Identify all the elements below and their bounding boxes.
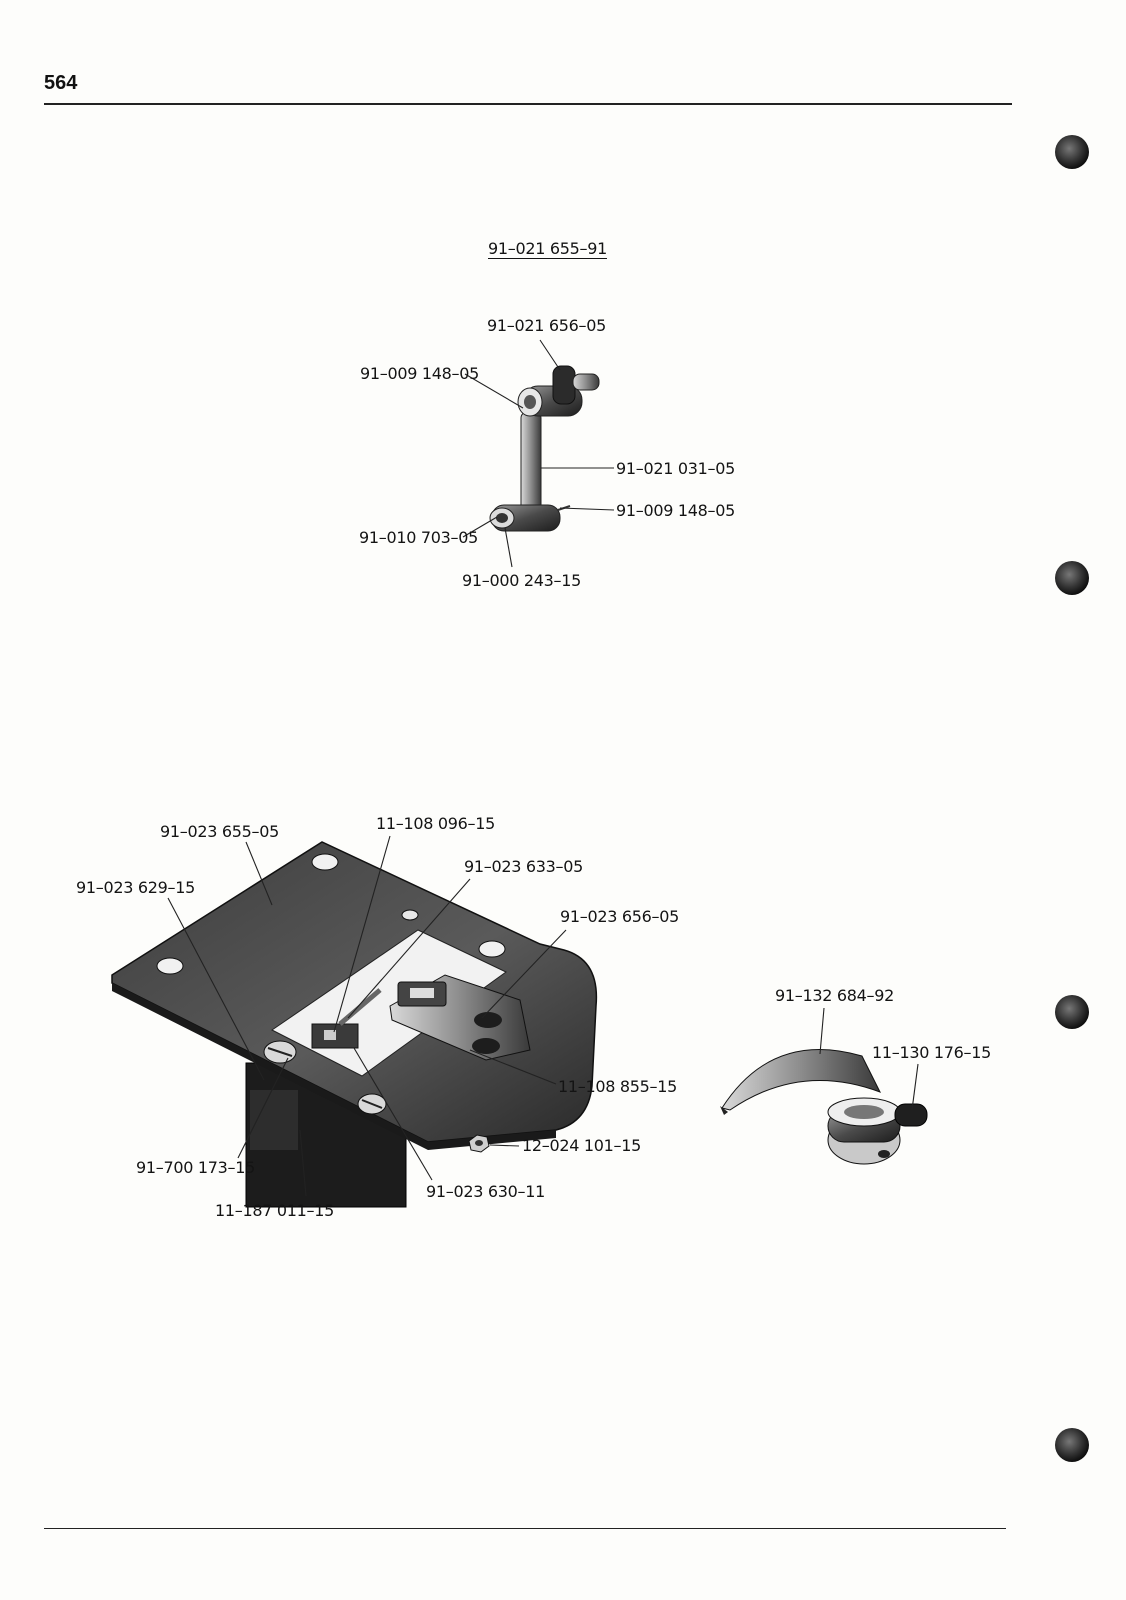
upper-label-3: 91–021 031–05 <box>616 459 735 478</box>
plate-label-2: 11–108 096–15 <box>376 814 495 833</box>
page-number: 564 <box>44 72 78 94</box>
plate-leader-lines <box>167 835 567 1197</box>
hook-label-1: 91–132 684–92 <box>775 986 894 1005</box>
plate-label-1: 91–023 655–05 <box>160 822 279 841</box>
plate-label-8: 91–700 173–15 <box>136 1158 255 1177</box>
hook-leader-lines <box>819 1007 919 1111</box>
binder-hole-4 <box>1055 1428 1089 1462</box>
upper-label-5: 91–010 703–05 <box>359 528 478 547</box>
plate-label-5: 91–023 656–05 <box>560 907 679 926</box>
hook-label-2: 11–130 176–15 <box>872 1043 991 1062</box>
upper-label-4: 91–009 148–05 <box>616 501 735 520</box>
upper-leader-lines <box>462 339 615 568</box>
upper-label-1: 91–021 656–05 <box>487 316 606 335</box>
plate-label-9: 91–023 630–11 <box>426 1182 545 1201</box>
upper-label-6: 91–000 243–15 <box>462 571 581 590</box>
throat-plate-drawing <box>111 841 598 1208</box>
upper-assembly-title: 91–021 655–91 <box>488 239 607 258</box>
hook-drawing <box>720 1049 928 1165</box>
binder-hole-2 <box>1055 561 1089 595</box>
binder-hole-3 <box>1055 995 1089 1029</box>
plate-label-6: 11–108 855–15 <box>558 1077 677 1096</box>
binder-hole-1 <box>1055 135 1089 169</box>
plate-label-3: 91–023 633–05 <box>464 857 583 876</box>
presser-bar-part-drawing <box>489 365 600 532</box>
upper-label-2: 91–009 148–05 <box>360 364 479 383</box>
plate-label-4: 91–023 629–15 <box>76 878 195 897</box>
footer-rule <box>44 1528 1006 1529</box>
plate-label-10: 11–187 011–15 <box>215 1201 334 1220</box>
header-rule <box>44 103 1012 105</box>
plate-label-7: 12–024 101–15 <box>522 1136 641 1155</box>
